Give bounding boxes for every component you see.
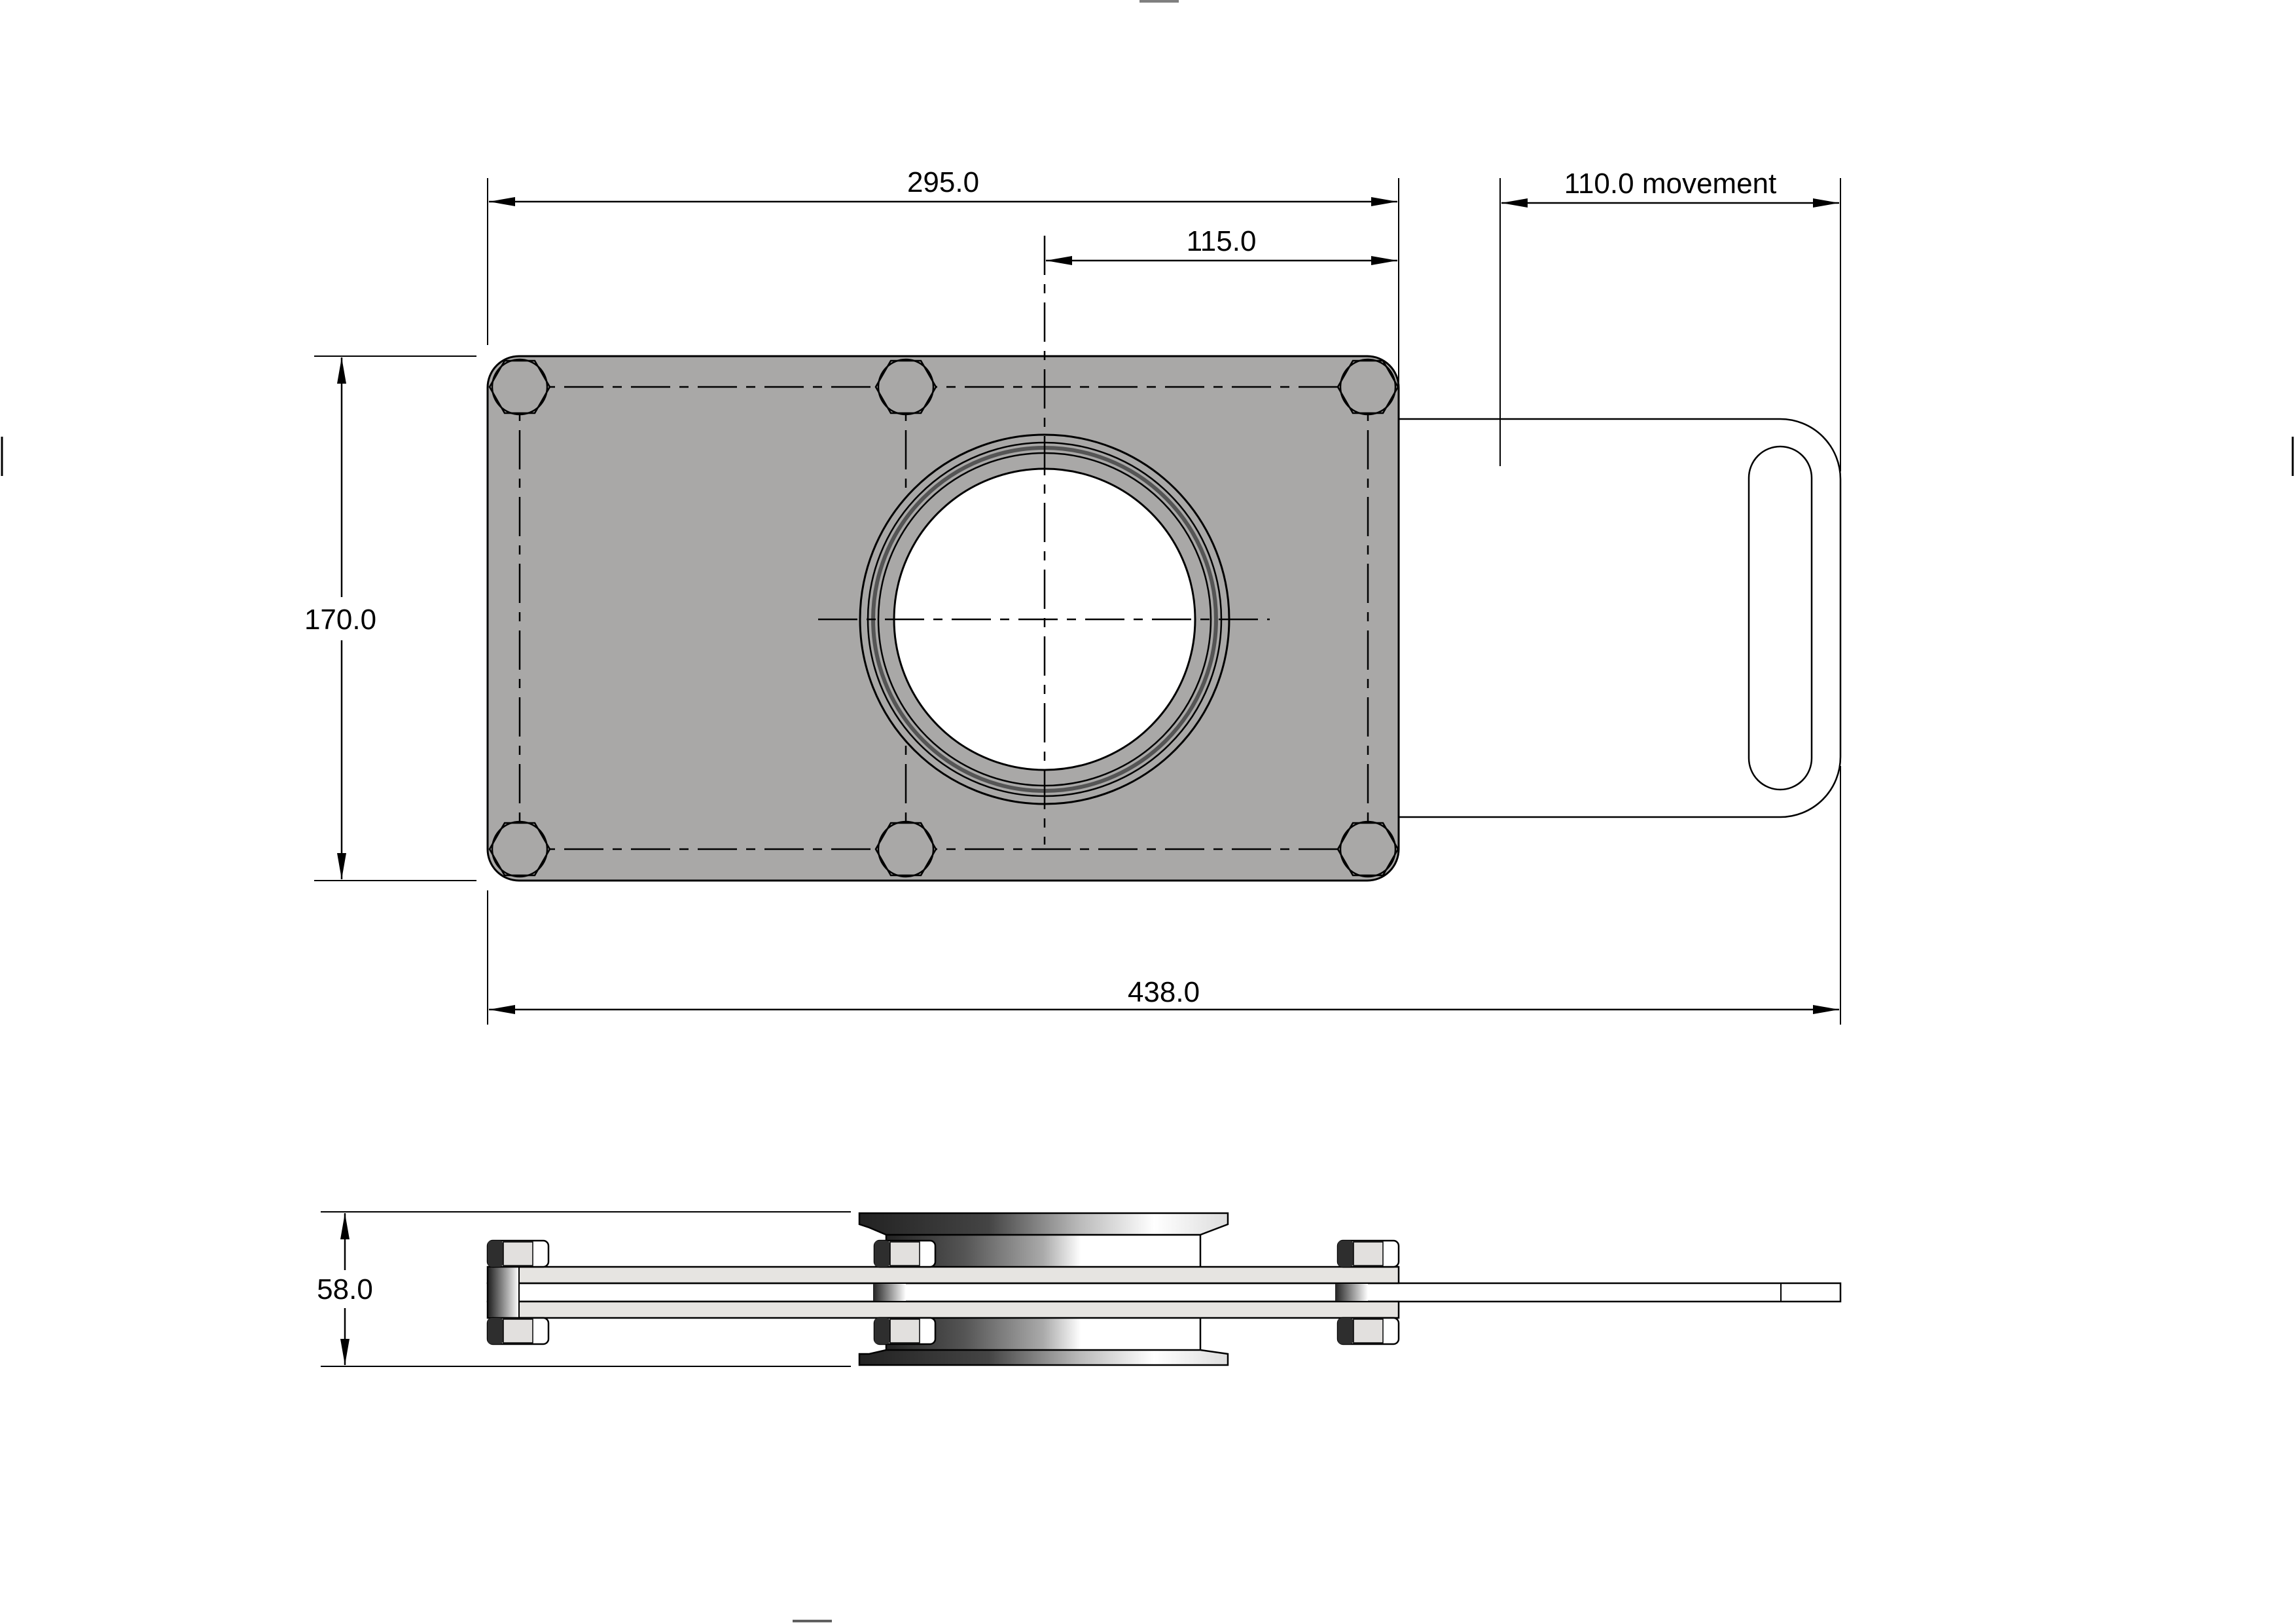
slide-gate — [486, 1282, 1842, 1303]
bolt-hex-icon — [874, 820, 937, 878]
dimension-bore-offset: 115.0 — [1046, 225, 1397, 265]
upper-body-plate — [486, 1266, 1400, 1285]
side-view: 58.0 — [317, 1211, 1842, 1367]
nut-icon — [873, 1239, 937, 1268]
dimension-plate-width: 295.0 — [487, 166, 1399, 484]
dimension-plate-height: 170.0 — [304, 356, 476, 881]
dim-58-label: 58.0 — [317, 1273, 373, 1305]
bolt-hex-icon — [488, 820, 551, 878]
nut-icon — [486, 1317, 550, 1345]
bolt-centerlines — [497, 363, 1391, 874]
nut-icon — [873, 1317, 937, 1345]
nut-icon — [1336, 1317, 1400, 1345]
nut-icon — [486, 1239, 550, 1268]
bolt-heads — [488, 358, 1399, 878]
bolt-hex-icon — [1336, 820, 1399, 878]
dim-295-label: 295.0 — [907, 166, 979, 198]
handle-slot — [1748, 445, 1813, 791]
gate-handle — [1399, 418, 1842, 818]
dim-438-label: 438.0 — [1128, 976, 1200, 1008]
side-nuts — [486, 1239, 1400, 1345]
dimension-overall-length: 438.0 — [487, 890, 1839, 1025]
bore-opening — [818, 236, 1270, 845]
dim-115-label: 115.0 — [1187, 225, 1257, 257]
lower-body-plate — [486, 1300, 1400, 1319]
dimension-handle-movement: 110.0 movement — [1499, 168, 1841, 1025]
bolt-hex-icon — [874, 358, 937, 416]
top-view: 295.0 115.0 110.0 movement 170.0 43 — [304, 166, 1842, 1025]
dimension-overall-thickness: 58.0 — [317, 1211, 851, 1367]
bolt-hex-icon — [488, 358, 551, 416]
dim-movement-label: 110.0 movement — [1564, 168, 1776, 200]
nut-icon — [1336, 1239, 1400, 1268]
dim-170-label: 170.0 — [304, 604, 376, 636]
